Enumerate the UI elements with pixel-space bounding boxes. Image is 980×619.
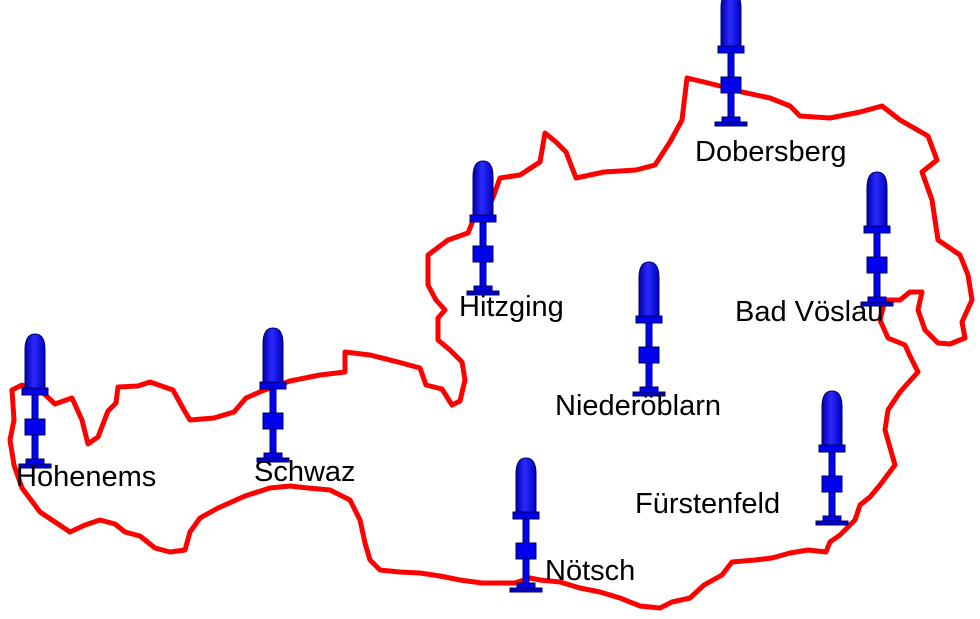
station-label: Dobersberg xyxy=(695,136,847,168)
station-bad-voeslau[interactable]: Bad Vöslau xyxy=(735,171,894,328)
station-label: Niederöblarn xyxy=(555,390,721,422)
station-label: Fürstenfeld xyxy=(635,488,780,520)
station-label: Hitzging xyxy=(459,291,564,323)
seismometer-station-icon xyxy=(632,261,666,397)
station-hitzging[interactable]: Hitzging xyxy=(459,160,564,323)
station-label: Bad Vöslau xyxy=(735,296,883,328)
station-schwaz[interactable]: Schwaz xyxy=(254,327,356,488)
seismometer-station-icon xyxy=(714,0,748,127)
station-noetsch[interactable]: Nötsch xyxy=(509,457,635,593)
seismometer-station-icon xyxy=(256,327,290,463)
station-niederoeblarn[interactable]: Niederöblarn xyxy=(555,261,721,422)
seismometer-station-icon xyxy=(18,333,52,469)
station-dobersberg[interactable]: Dobersberg xyxy=(695,0,847,168)
austria-border xyxy=(7,75,975,611)
station-label: Schwaz xyxy=(254,456,356,488)
seismometer-station-icon xyxy=(860,171,894,307)
station-fuerstenfeld[interactable]: Fürstenfeld xyxy=(635,390,849,526)
station-label: Hohenems xyxy=(16,461,156,493)
seismometer-station-icon xyxy=(815,390,849,526)
seismometer-station-icon xyxy=(509,457,543,593)
station-label: Nötsch xyxy=(545,555,635,587)
station-hohenems[interactable]: Hohenems xyxy=(16,333,156,493)
